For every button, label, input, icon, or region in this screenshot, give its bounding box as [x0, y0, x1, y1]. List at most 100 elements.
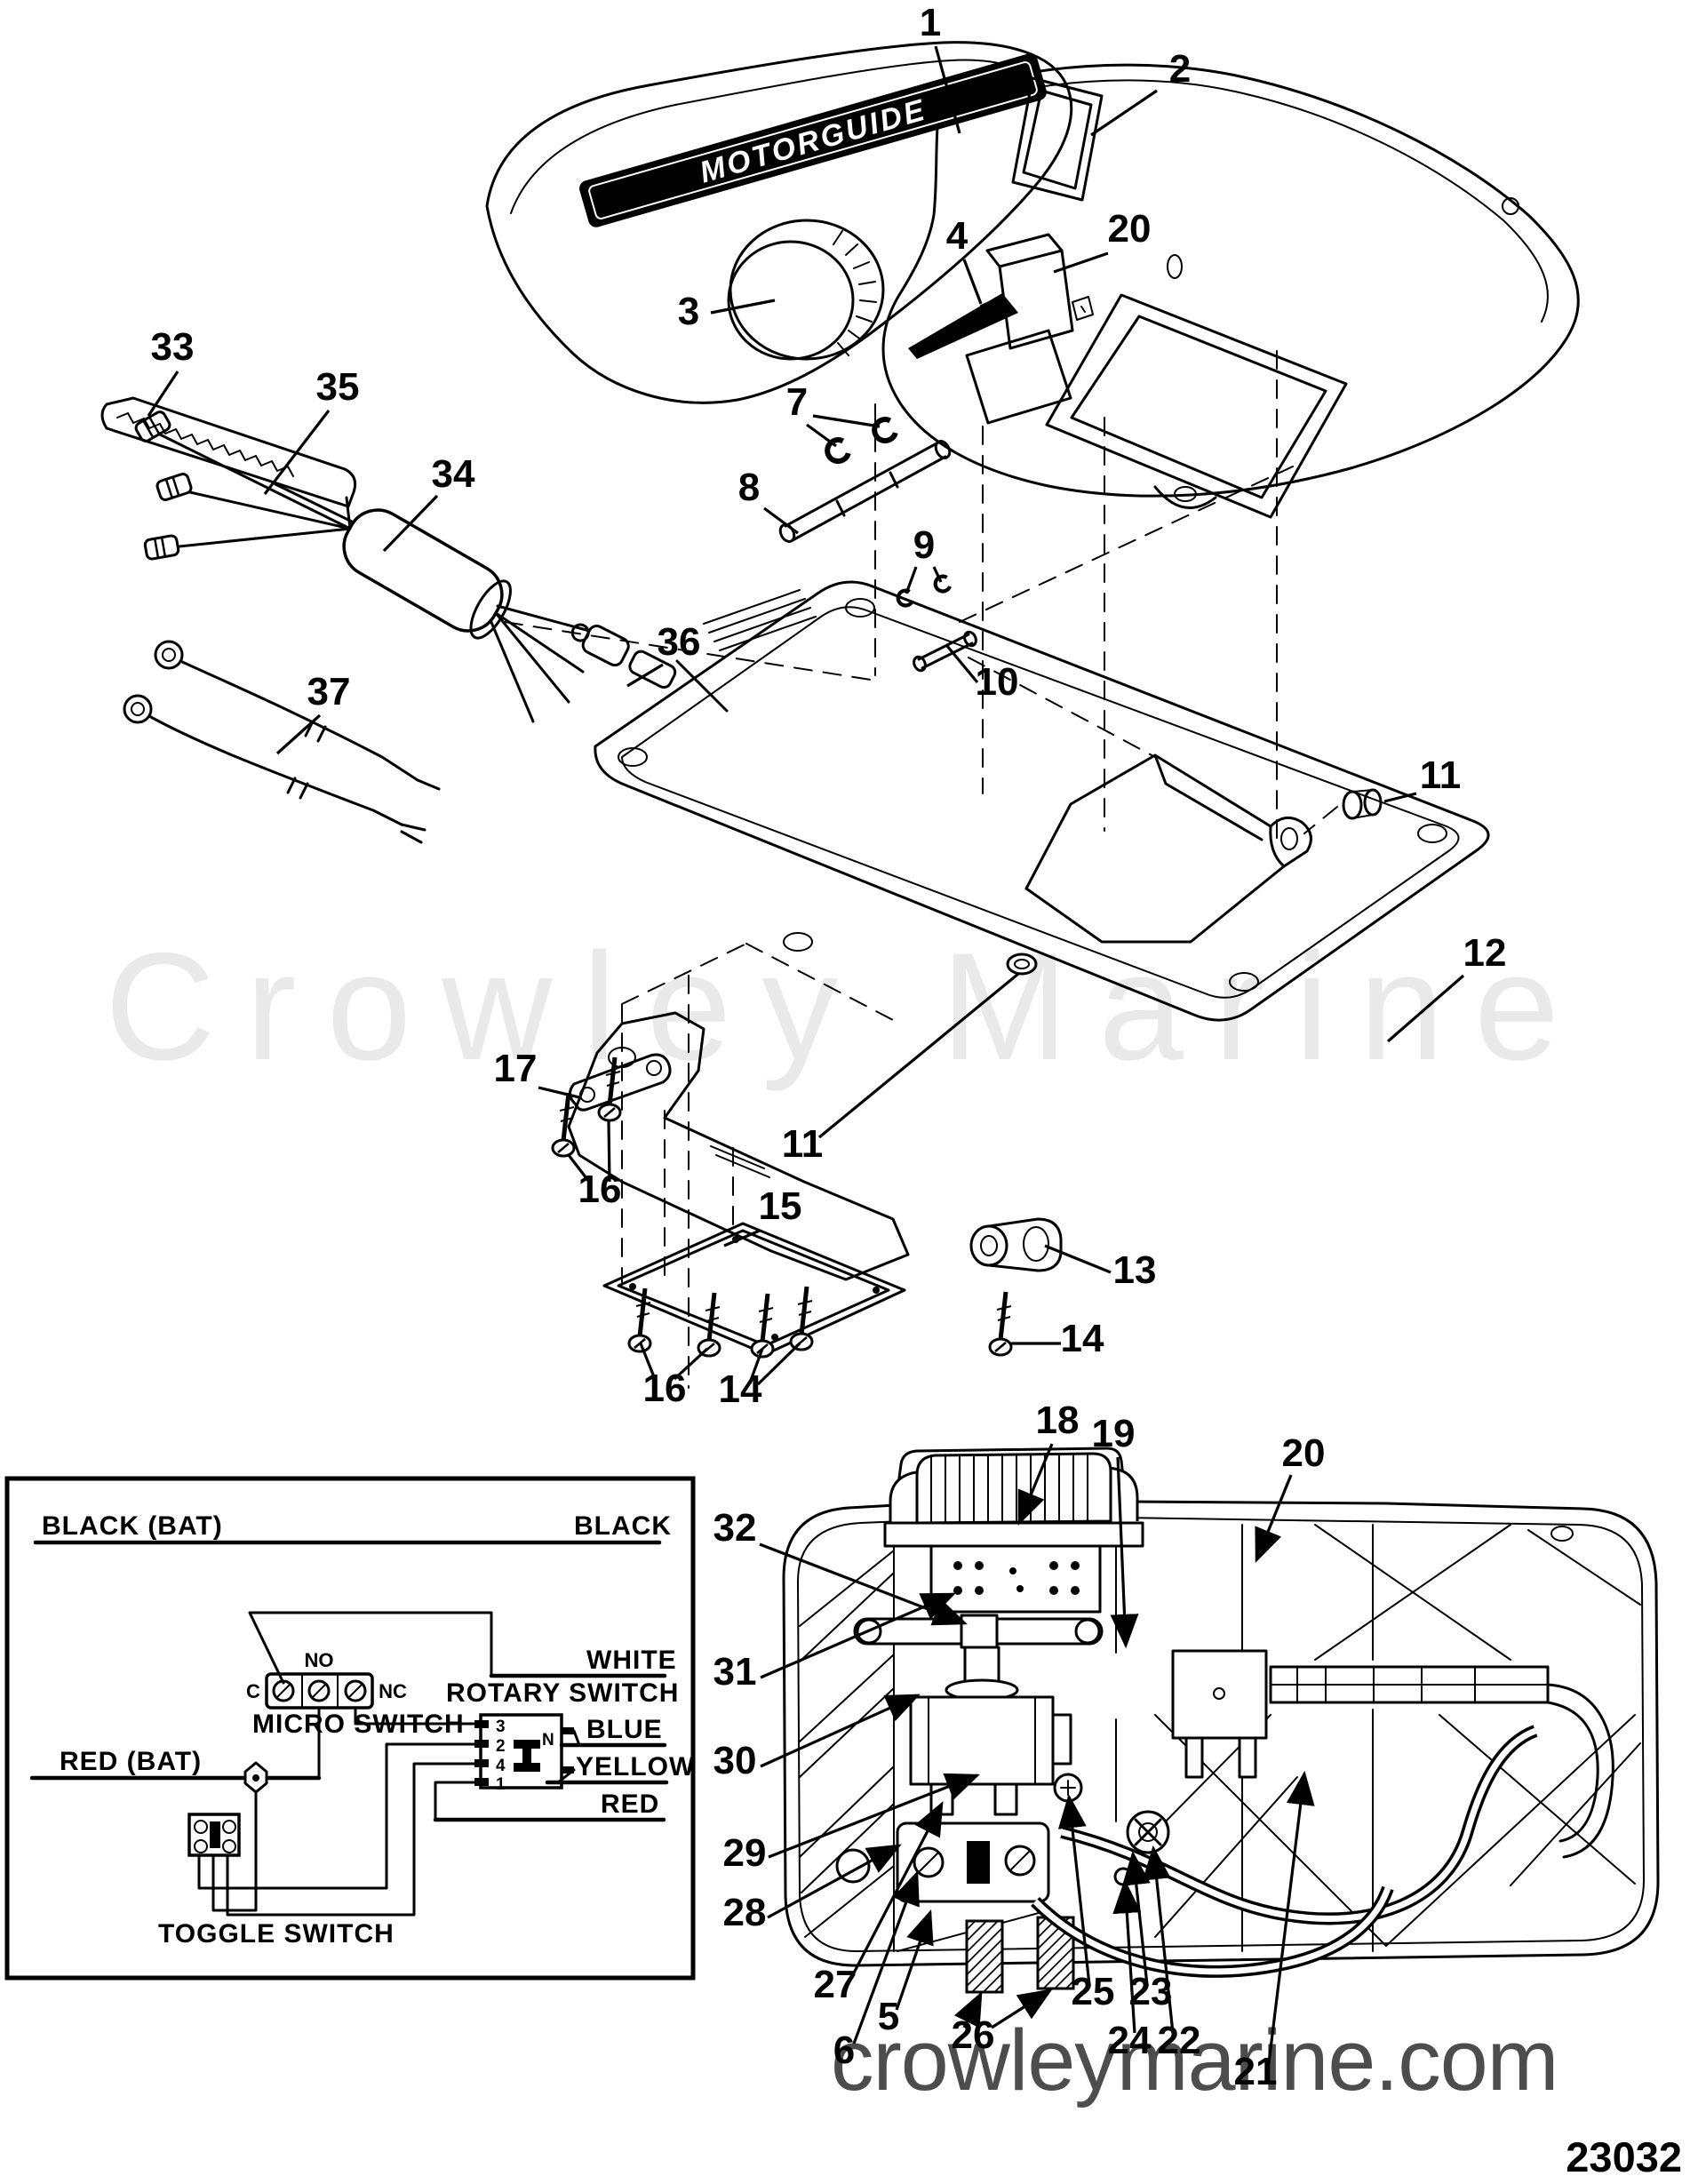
switch-lever	[908, 293, 1018, 359]
micro-screw-c-slot	[276, 1684, 291, 1698]
callout-leader-2	[1090, 89, 1158, 137]
cross-shaft	[853, 1614, 1104, 1649]
under-rotary-switch	[909, 1695, 1055, 1786]
switch-mount-hole	[965, 329, 1072, 425]
cross-screw-22	[1126, 1810, 1170, 1854]
callout-6: 6	[833, 2029, 855, 2072]
callout-36: 36	[658, 620, 701, 664]
under-rotary-lines	[928, 1696, 1036, 1785]
callout-33: 33	[151, 325, 195, 369]
lattice-left	[799, 1524, 1117, 1952]
pivot-pin	[784, 441, 947, 542]
shell-bottom-outline	[782, 1447, 1660, 1967]
rotary-right-tab-1	[562, 1727, 574, 1734]
callout-25: 25	[1072, 1970, 1115, 2013]
toggle-screw-1	[194, 1820, 208, 1834]
callout-leader-3	[710, 299, 776, 315]
plate15-hole-3	[873, 1287, 880, 1294]
shell-hinge-ear	[1153, 485, 1217, 510]
bat-connector-hole	[252, 1774, 259, 1781]
shell-screw-hole	[1502, 197, 1519, 215]
rotary-tab-3	[474, 1720, 489, 1728]
screw-14a	[752, 1294, 773, 1357]
motor-base	[883, 1521, 1144, 1548]
link-strap-17	[569, 1053, 672, 1112]
under-rotary-leg2	[993, 1782, 1018, 1816]
clamp-body	[987, 1217, 1063, 1272]
footer-site-text: crowleymarine.com	[831, 2012, 1558, 2108]
callout-leader-10	[945, 644, 979, 684]
crimp-strip-33	[100, 396, 357, 508]
under-micro-switch	[1171, 1649, 1268, 1740]
callout-31: 31	[713, 1650, 757, 1694]
callout-leader-21	[1267, 1770, 1315, 2064]
callout-leader-12	[1386, 974, 1465, 1043]
wire-white-run	[248, 1611, 493, 1685]
toggle-center-bar	[210, 1821, 220, 1848]
cable-conduit	[1269, 1665, 1550, 1704]
callout-leader-15	[723, 1229, 761, 1247]
lower-shell-inner-line	[954, 79, 1549, 323]
rotary-terminal-2: 2	[496, 1737, 506, 1756]
plate-hole-1	[618, 747, 648, 767]
bushing-body	[1342, 790, 1363, 820]
ring-terminal-1-hole	[162, 648, 176, 662]
motor-ribs	[930, 1455, 1088, 1522]
lattice-right	[1154, 1524, 1641, 1952]
bushing-11-right	[1342, 788, 1383, 820]
sleeve-body	[342, 508, 504, 633]
underside-view	[782, 1447, 1660, 1994]
callout-15: 15	[759, 1184, 802, 1228]
wire-yellow-link	[556, 1768, 576, 1784]
callout-8: 8	[738, 466, 760, 509]
wire-nc-to-rotary	[354, 1706, 476, 1726]
label-toggle-switch: TOGGLE SWITCH	[158, 1919, 395, 1949]
callout-leader-7	[806, 423, 837, 448]
callout-leader-26	[991, 1989, 1053, 2029]
micro-screw-nc-slot	[348, 1684, 363, 1698]
wiring-diagram: BLACK (BAT) BLACK WHITE NO C NC MICRO SW…	[4, 1476, 696, 1981]
small-screw-24	[1113, 1867, 1133, 1886]
rotary-switch-body	[479, 1713, 563, 1789]
rotary-neutral: N	[542, 1731, 554, 1750]
callout-leader-9	[905, 566, 918, 594]
callout-32: 32	[713, 1506, 757, 1550]
callout-leader-16	[567, 1154, 591, 1183]
shell-bottom-inner	[797, 1476, 1645, 1952]
wire-red-run	[434, 1781, 476, 1821]
connector-ring	[570, 623, 590, 642]
callout-13: 13	[1113, 1248, 1157, 1292]
motor-bracket-holes	[953, 1561, 1080, 1595]
cable-clamp-13	[969, 1217, 1063, 1272]
callout-19: 19	[1092, 1412, 1136, 1455]
base-plate-inner-line	[621, 606, 1460, 999]
toggle-screw-2	[222, 1820, 236, 1834]
pedal-cover-outline	[485, 41, 1073, 404]
callout-leader-29	[768, 1773, 980, 1859]
pivot-pin-end-right	[934, 440, 952, 459]
cross-shaft-hub	[960, 1614, 999, 1649]
spring-26a	[965, 1919, 1004, 1994]
callout-2: 2	[1169, 47, 1191, 91]
bushing-inner	[1014, 959, 1030, 969]
callout-22: 22	[1158, 2019, 1201, 2062]
under-rotary-tab	[1051, 1713, 1072, 1766]
projection-lines	[504, 350, 1338, 1389]
micro-screw-no-slot	[312, 1684, 326, 1698]
switch-collar	[975, 298, 1003, 324]
exploded-view: MOTORGUIDE	[100, 41, 1580, 1389]
link-hole-2	[646, 1060, 662, 1076]
micro-terminal-nc: NC	[379, 1680, 407, 1702]
pivot-bracket	[567, 1011, 910, 1281]
label-rotary-switch: ROTARY SWITCH	[446, 1678, 679, 1708]
ring-terminal-1	[154, 640, 184, 670]
callout-leader-14	[756, 1342, 801, 1386]
wiring-box-border	[4, 1476, 696, 1981]
callout-4: 4	[946, 214, 969, 258]
callout-26: 26	[952, 2013, 995, 2057]
callout-11: 11	[1420, 753, 1462, 797]
bottom-screw-hole	[1550, 1526, 1574, 1542]
callout-leader-33	[147, 371, 179, 417]
